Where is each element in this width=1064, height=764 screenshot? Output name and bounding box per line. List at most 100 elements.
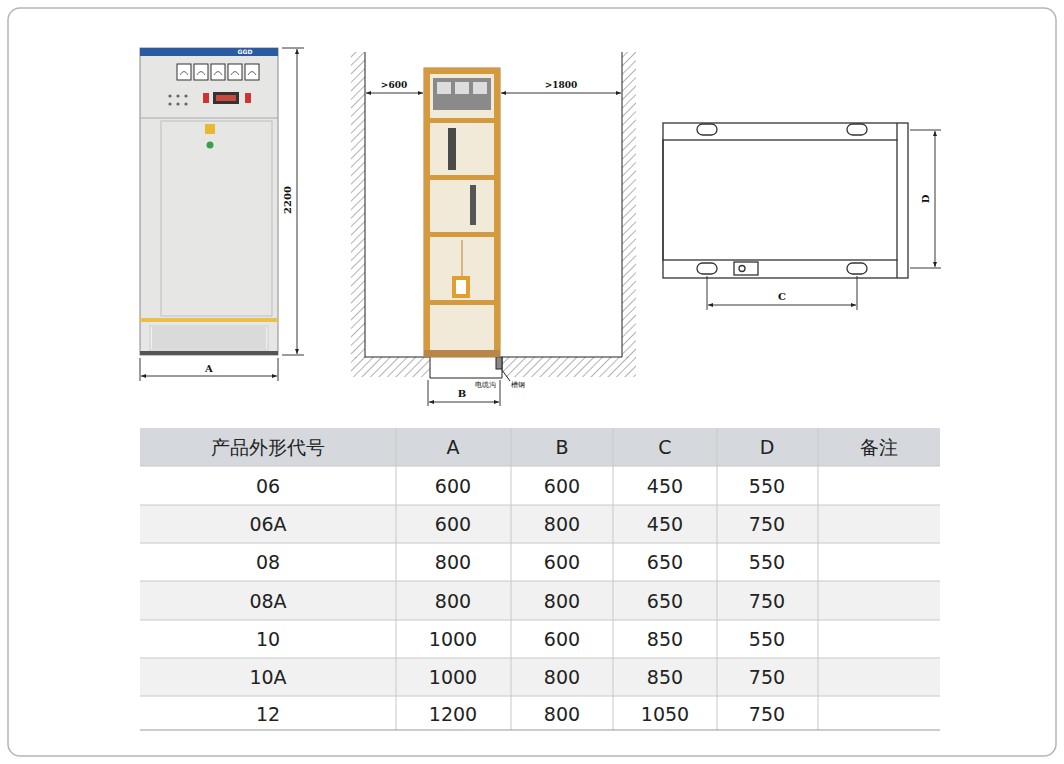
base-plan (697, 124, 717, 135)
vent-slots (152, 346, 266, 347)
cabinet-side (424, 68, 430, 357)
table-cell: 1200 (429, 704, 477, 725)
dimension-value: 2200 (282, 186, 293, 214)
wall-line (622, 52, 623, 357)
table-cell: 750 (749, 591, 785, 612)
table-grid (140, 696, 940, 697)
base-plan (896, 123, 897, 140)
table-grid (818, 428, 819, 730)
dimension-line (935, 131, 936, 267)
base-plan (739, 266, 745, 272)
wall-line (496, 357, 502, 369)
dimension-line (428, 380, 429, 406)
table-cell: 1000 (429, 629, 477, 650)
table-grid (140, 658, 940, 696)
table-cell: 08A (249, 591, 286, 612)
table-grid (396, 428, 397, 730)
cabinet-side (424, 68, 500, 357)
table-cell: 750 (749, 704, 785, 725)
cabinet-side (424, 118, 500, 123)
table-grid (717, 428, 718, 730)
table-header: B (555, 437, 568, 458)
table-grid (140, 505, 940, 543)
table-grid (140, 620, 940, 621)
table-cell: 800 (544, 667, 580, 688)
table-cell: 800 (435, 552, 471, 573)
table-cell: 650 (647, 552, 683, 573)
vent-slots (152, 342, 266, 343)
cabinet-front (228, 64, 242, 80)
base-plan (663, 123, 908, 278)
brand-text: GGD (238, 49, 253, 56)
cabinet-side (462, 240, 463, 276)
table-cell: 550 (749, 476, 785, 497)
part-name: 电缆沟 (475, 382, 496, 390)
table-cell: 08 (256, 552, 280, 573)
table-header: 产品外形代号 (211, 437, 325, 458)
page-frame (8, 8, 1056, 756)
vent-slots (152, 340, 266, 341)
wall-hatch (351, 357, 636, 377)
table-grid (140, 543, 940, 544)
cabinet-side (437, 82, 451, 94)
cabinet-side (424, 232, 500, 237)
base-plan (697, 263, 717, 274)
cabinet-front (140, 48, 278, 56)
dimension-line (910, 268, 941, 269)
dimension-line (366, 93, 423, 94)
table-cell: 450 (647, 514, 683, 535)
part-name: 槽钢 (511, 382, 525, 390)
base-plan (663, 123, 908, 278)
dimension-line (282, 355, 304, 356)
dimension-line (910, 130, 941, 131)
table-cell: 600 (435, 476, 471, 497)
table-cell: 800 (544, 704, 580, 725)
cabinet-side (473, 82, 487, 94)
wall-hatch (622, 52, 636, 358)
cabinet-front (245, 93, 251, 103)
base-plan (734, 262, 758, 275)
cabinet-front (176, 102, 179, 105)
wall-hatch (351, 52, 365, 358)
cabinet-front (205, 124, 215, 134)
dimension-line (857, 276, 858, 310)
dimension-line (501, 93, 621, 94)
cabinet-front (140, 48, 278, 355)
vent-slots (152, 328, 266, 329)
cabinet-side (424, 300, 500, 305)
table-cell: 850 (647, 629, 683, 650)
table-cell: 550 (749, 629, 785, 650)
cabinet-side (456, 280, 466, 294)
dimension-line (366, 93, 621, 406)
cabinet-side (448, 128, 456, 170)
dimension-line (278, 358, 279, 381)
table-grid (140, 428, 940, 730)
cabinet-front (168, 94, 171, 97)
table-grid (613, 428, 614, 730)
table-cell: 600 (544, 629, 580, 650)
dimension-letter: B (458, 388, 466, 399)
dimension-line (707, 130, 941, 310)
cabinet-side (452, 276, 470, 298)
table-grid (511, 428, 512, 730)
table-grid (140, 466, 940, 467)
cabinet-front (140, 118, 278, 119)
table-grid (140, 428, 940, 466)
wall-line (365, 52, 622, 381)
cabinet-side (424, 68, 500, 357)
dimension-line (140, 358, 278, 381)
table-grid (140, 730, 940, 731)
cabinet-front (161, 121, 272, 316)
cabinet-front (168, 102, 171, 105)
dimension-letter: D (920, 195, 931, 204)
cabinet-front (207, 142, 214, 149)
dimension-line (140, 358, 141, 381)
vent-slots (152, 336, 266, 337)
cabinet-side (470, 185, 476, 225)
cabinet-side (455, 82, 469, 94)
cabinet-side (494, 68, 500, 357)
table-header: D (760, 437, 775, 458)
base-plan (896, 260, 897, 278)
cabinet-front (180, 72, 256, 76)
